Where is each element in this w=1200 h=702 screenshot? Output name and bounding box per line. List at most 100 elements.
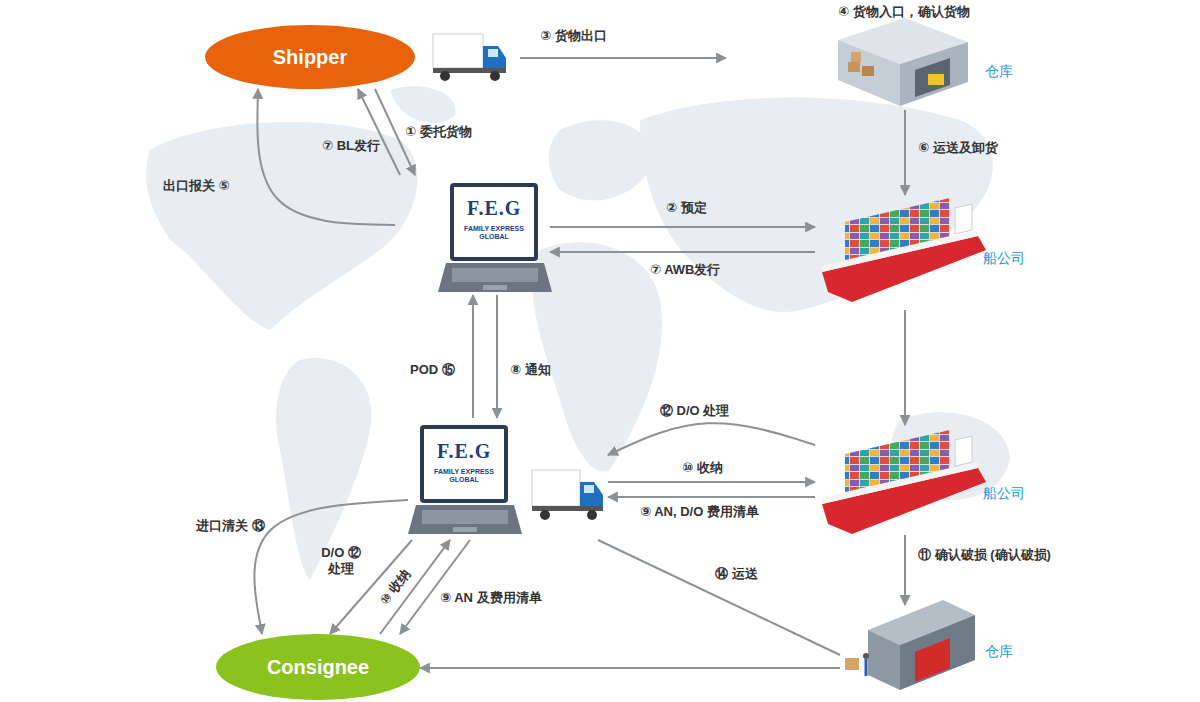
flow-arrow (598, 540, 840, 655)
container-stack (845, 198, 950, 260)
world-map (146, 86, 1010, 580)
flow-arrow (904, 110, 906, 195)
flow-arrow (608, 496, 815, 498)
consignee-ellipse: Consignee (216, 634, 420, 700)
warehouse-door (915, 638, 950, 682)
step-label: ⑧ 通知 (510, 362, 551, 378)
warehouse: 仓库 (830, 25, 1030, 110)
cargo-box (845, 658, 859, 670)
continent (533, 242, 662, 471)
step-label: ⑪ 确认破损 (确认破损) (918, 547, 1051, 563)
ship-icon (822, 198, 986, 302)
step-label: ⑩ 收纳 (682, 460, 723, 476)
laptop-screen (420, 425, 508, 503)
step-label: ⑦ BL发行 (322, 138, 380, 154)
laptop-screen (450, 183, 538, 261)
logo-text: F.E.G (437, 440, 491, 463)
flow-arrow (420, 667, 840, 669)
truck-cargo (433, 34, 483, 68)
container-stack (845, 198, 950, 260)
place-name: 船公司 (983, 485, 1025, 503)
laptop-keys (452, 268, 538, 282)
step-label: 出口报关 ⑤ (163, 178, 230, 194)
laptop-pad (453, 527, 477, 532)
warehouse: 仓库 (840, 605, 1030, 690)
logo-subtitle: FAMILY EXPRESS GLOBAL (456, 225, 532, 240)
step-label: ⑥ 运送及卸货 (918, 140, 998, 156)
laptop-icon (438, 183, 552, 292)
laptop-base (408, 505, 522, 534)
warehouse-wall (900, 42, 968, 106)
cargo-box (848, 62, 860, 72)
truck-cab (580, 482, 603, 510)
worker (863, 653, 869, 659)
step-label: ⑨ AN 及费用清单 (440, 590, 542, 606)
warehouse-icon (845, 600, 975, 690)
flow-arrow (608, 481, 815, 483)
flow-arrow (257, 89, 395, 225)
step-label: ③ 货物出口 (540, 28, 607, 44)
party-name: Shipper (273, 46, 347, 69)
logo-subtitle: FAMILY EXPRESS GLOBAL (426, 468, 502, 483)
step-label: 进口清关 ⑬ (196, 518, 265, 534)
flow-arrow (358, 89, 400, 175)
flow-arrow (904, 310, 906, 425)
cargo-box (862, 66, 874, 76)
party-name: Consignee (267, 656, 369, 679)
step-label: POD ⑮ (410, 362, 455, 378)
flow-arrow (496, 295, 498, 418)
warehouse-wall (900, 615, 975, 690)
place-name: 仓库 (985, 643, 1013, 661)
ship-icon (822, 430, 986, 534)
laptop-base (438, 263, 552, 292)
forklift (928, 74, 944, 85)
laptop-keys (422, 510, 508, 524)
flow-arrow (254, 500, 408, 634)
cargo-box (851, 52, 861, 62)
truck-icon (532, 470, 603, 520)
flow-arrow (904, 535, 906, 605)
step-label: ⑩ 收纳 (376, 566, 413, 608)
place-name: 仓库 (985, 63, 1013, 81)
step-label: ⑦ AWB发行 (650, 262, 720, 278)
truck-wheel (440, 71, 450, 81)
flow-arrow (550, 251, 815, 253)
flow-arrow (400, 540, 470, 634)
place-name: 船公司 (983, 250, 1025, 268)
shipper-ellipse: Shipper (205, 25, 415, 89)
step-label: ⑭ 运送 (715, 566, 758, 582)
truck-icon (433, 34, 506, 81)
warehouse-icon (838, 18, 968, 106)
flow-arrow (472, 295, 474, 418)
ship-bridge (955, 204, 972, 234)
laptop-display (424, 429, 504, 499)
truck-wheel (587, 510, 597, 520)
continent (640, 98, 993, 312)
step-label: ⑨ AN, D/O 费用清单 (640, 504, 759, 520)
step-label: ⑫ D/O 处理 (660, 403, 729, 419)
continent (549, 120, 651, 200)
laptop: F.E.G FAMILY EXPRESS GLOBAL (408, 418, 608, 540)
step-label: ① 委托货物 (405, 124, 472, 140)
warehouse-door (915, 58, 950, 97)
shipping-company: 船公司 (815, 425, 1030, 535)
shipping-company: 船公司 (815, 195, 1030, 310)
step-label: ② 预定 (666, 200, 707, 216)
truck-wheel (490, 71, 500, 81)
step-label: D/O ⑫ 处理 (316, 545, 366, 578)
laptop-icon (408, 425, 522, 534)
flow-arrow (608, 423, 815, 455)
ellipse-fill (216, 634, 420, 700)
warehouse-wall (838, 40, 900, 106)
warehouse-wall (868, 630, 900, 690)
flow-arrow (550, 226, 815, 228)
truck-wheel (540, 510, 550, 520)
export-arrow (520, 57, 726, 59)
truck-cargo (532, 470, 580, 506)
continent (276, 358, 371, 580)
